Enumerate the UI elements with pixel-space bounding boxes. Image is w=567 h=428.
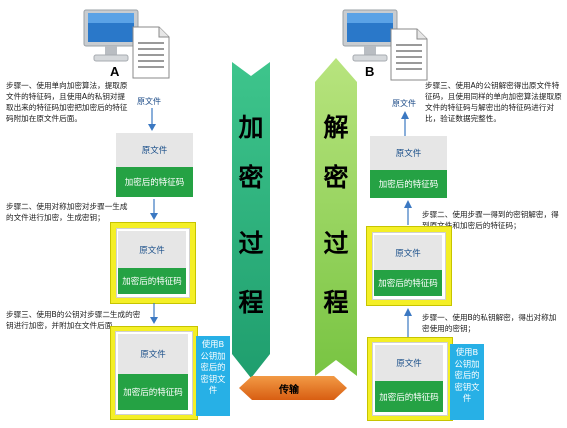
left-step2-text: 步骤二、使用对称加密对步骤一生成的文件进行加密，生成密钥； [6, 202, 128, 222]
right-box2-original: 原文件 [374, 235, 442, 270]
left-box2-original: 原文件 [118, 231, 186, 268]
decrypt-char-4: 程 [323, 288, 349, 317]
computer-a-icon [83, 9, 139, 62]
left-key-box: 使用B公钥加密后的密钥文件 [196, 336, 230, 416]
computer-b-icon [342, 9, 398, 62]
transmit-label: 传输 [279, 385, 299, 396]
encrypt-char-1: 加 [238, 113, 264, 142]
left-arrow-2 [150, 199, 158, 220]
left-box3-hash: 加密后的特征码 [118, 374, 188, 410]
encrypt-process-arrow [232, 62, 270, 378]
transmit-arrow [239, 376, 347, 400]
right-arrow-mid [404, 200, 412, 225]
right-box3-hash: 加密后的特征码 [375, 381, 443, 412]
right-box3-original: 原文件 [375, 345, 443, 381]
right-step2-text: 步骤二、使用步骤一得到的密钥解密，得到原文件和加密后的特征码； [422, 210, 559, 230]
document-a-icon [132, 26, 170, 79]
left-doc-label: 原文件 [137, 97, 161, 106]
right-box2-hash: 加密后的特征码 [374, 270, 442, 296]
decrypt-char-1: 解 [323, 113, 349, 142]
encrypt-char-4: 程 [238, 288, 264, 317]
left-box1-hash: 加密后的特征码 [116, 167, 193, 197]
right-box1-original: 原文件 [370, 136, 447, 170]
decrypt-process-arrow [315, 58, 357, 376]
right-doc-label: 原文件 [392, 99, 416, 108]
left-box1-original: 原文件 [116, 133, 193, 167]
left-step1-text: 步骤一、使用单向加密算法，提取原文件的特征码，且使用A的私钥对提取出来的特征码加… [6, 81, 128, 123]
encrypt-char-2: 密 [238, 163, 264, 192]
decrypt-char-3: 过 [323, 229, 349, 258]
right-arrow-bottom [404, 308, 412, 337]
label-b: B [365, 64, 375, 79]
left-box3-original: 原文件 [118, 334, 188, 374]
left-step3-text: 步骤三、使用B的公钥对步骤二生成的密钥进行加密，并附加在文件后面。 [6, 310, 141, 330]
right-arrow-top [401, 111, 409, 136]
right-step3-text: 步骤三、使用A的公钥解密得出原文件特征码，且使用同样的单向加密算法提取原文件的特… [425, 81, 562, 123]
decrypt-char-2: 密 [323, 163, 349, 192]
right-key-box: 使用B公钥加密后的密钥文件 [450, 344, 484, 420]
label-a: A [110, 64, 120, 79]
left-arrow-3 [150, 303, 158, 324]
encrypt-char-3: 过 [238, 229, 264, 258]
right-step1-text: 步骤一、使用B的私钥解密，得出对称加密使用的密钥； [422, 313, 557, 333]
left-arrow-1 [148, 108, 156, 131]
document-b-icon [390, 28, 428, 81]
right-box1-hash: 加密后的特征码 [370, 170, 447, 198]
left-box2-hash: 加密后的特征码 [118, 268, 186, 294]
